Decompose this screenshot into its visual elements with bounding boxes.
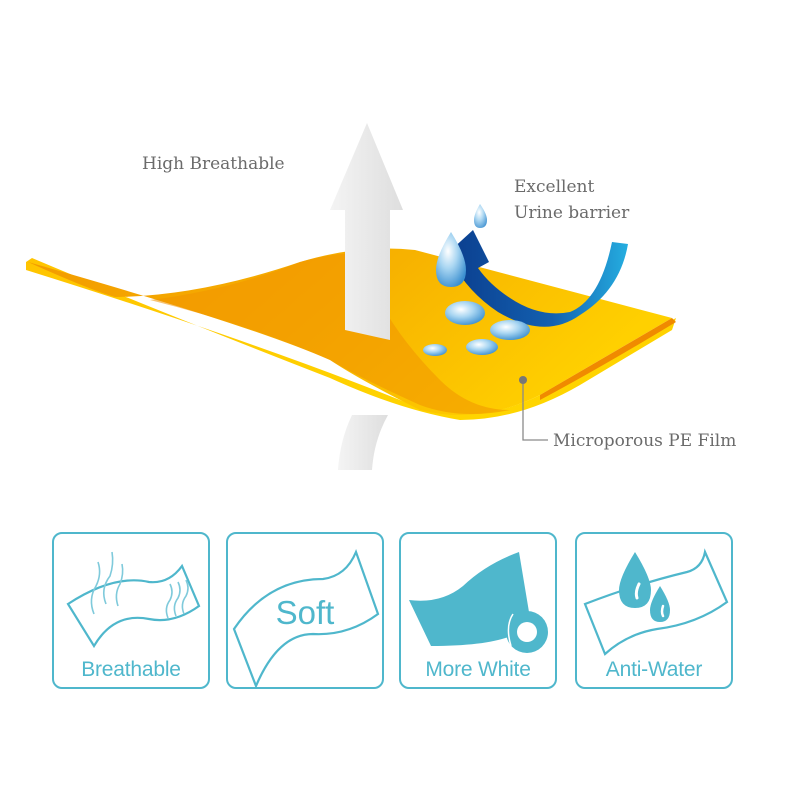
film-illustration: [26, 123, 676, 470]
urine-barrier-label-line2: Urine barrier: [514, 203, 630, 223]
feature-label: Breathable: [81, 658, 181, 681]
film-callout: [519, 376, 548, 441]
breath-arrow-up: [330, 123, 403, 340]
feature-soft: Soft: [226, 532, 384, 689]
breathable-sheet-icon: [66, 551, 201, 649]
roll-icon: [409, 552, 548, 653]
water-drops-icon: [583, 548, 729, 656]
feature-label: More White: [425, 658, 531, 681]
feature-more-white: More White: [399, 532, 557, 689]
soft-inner-text: Soft: [275, 594, 335, 631]
feature-breathable: Breathable: [52, 532, 210, 689]
film-label: Microporous PE Film: [553, 431, 737, 451]
soft-sheet-icon: [232, 548, 380, 689]
feature-label: Anti-Water: [605, 658, 703, 681]
breath-arrow-tail: [338, 415, 388, 470]
high-breathable-label: High Breathable: [142, 154, 285, 174]
water-droplets: [423, 204, 530, 356]
urine-barrier-label-line1: Excellent: [514, 177, 595, 197]
feature-anti-water: Anti-Water: [575, 532, 733, 689]
urine-barrier-arrow: [438, 230, 628, 327]
